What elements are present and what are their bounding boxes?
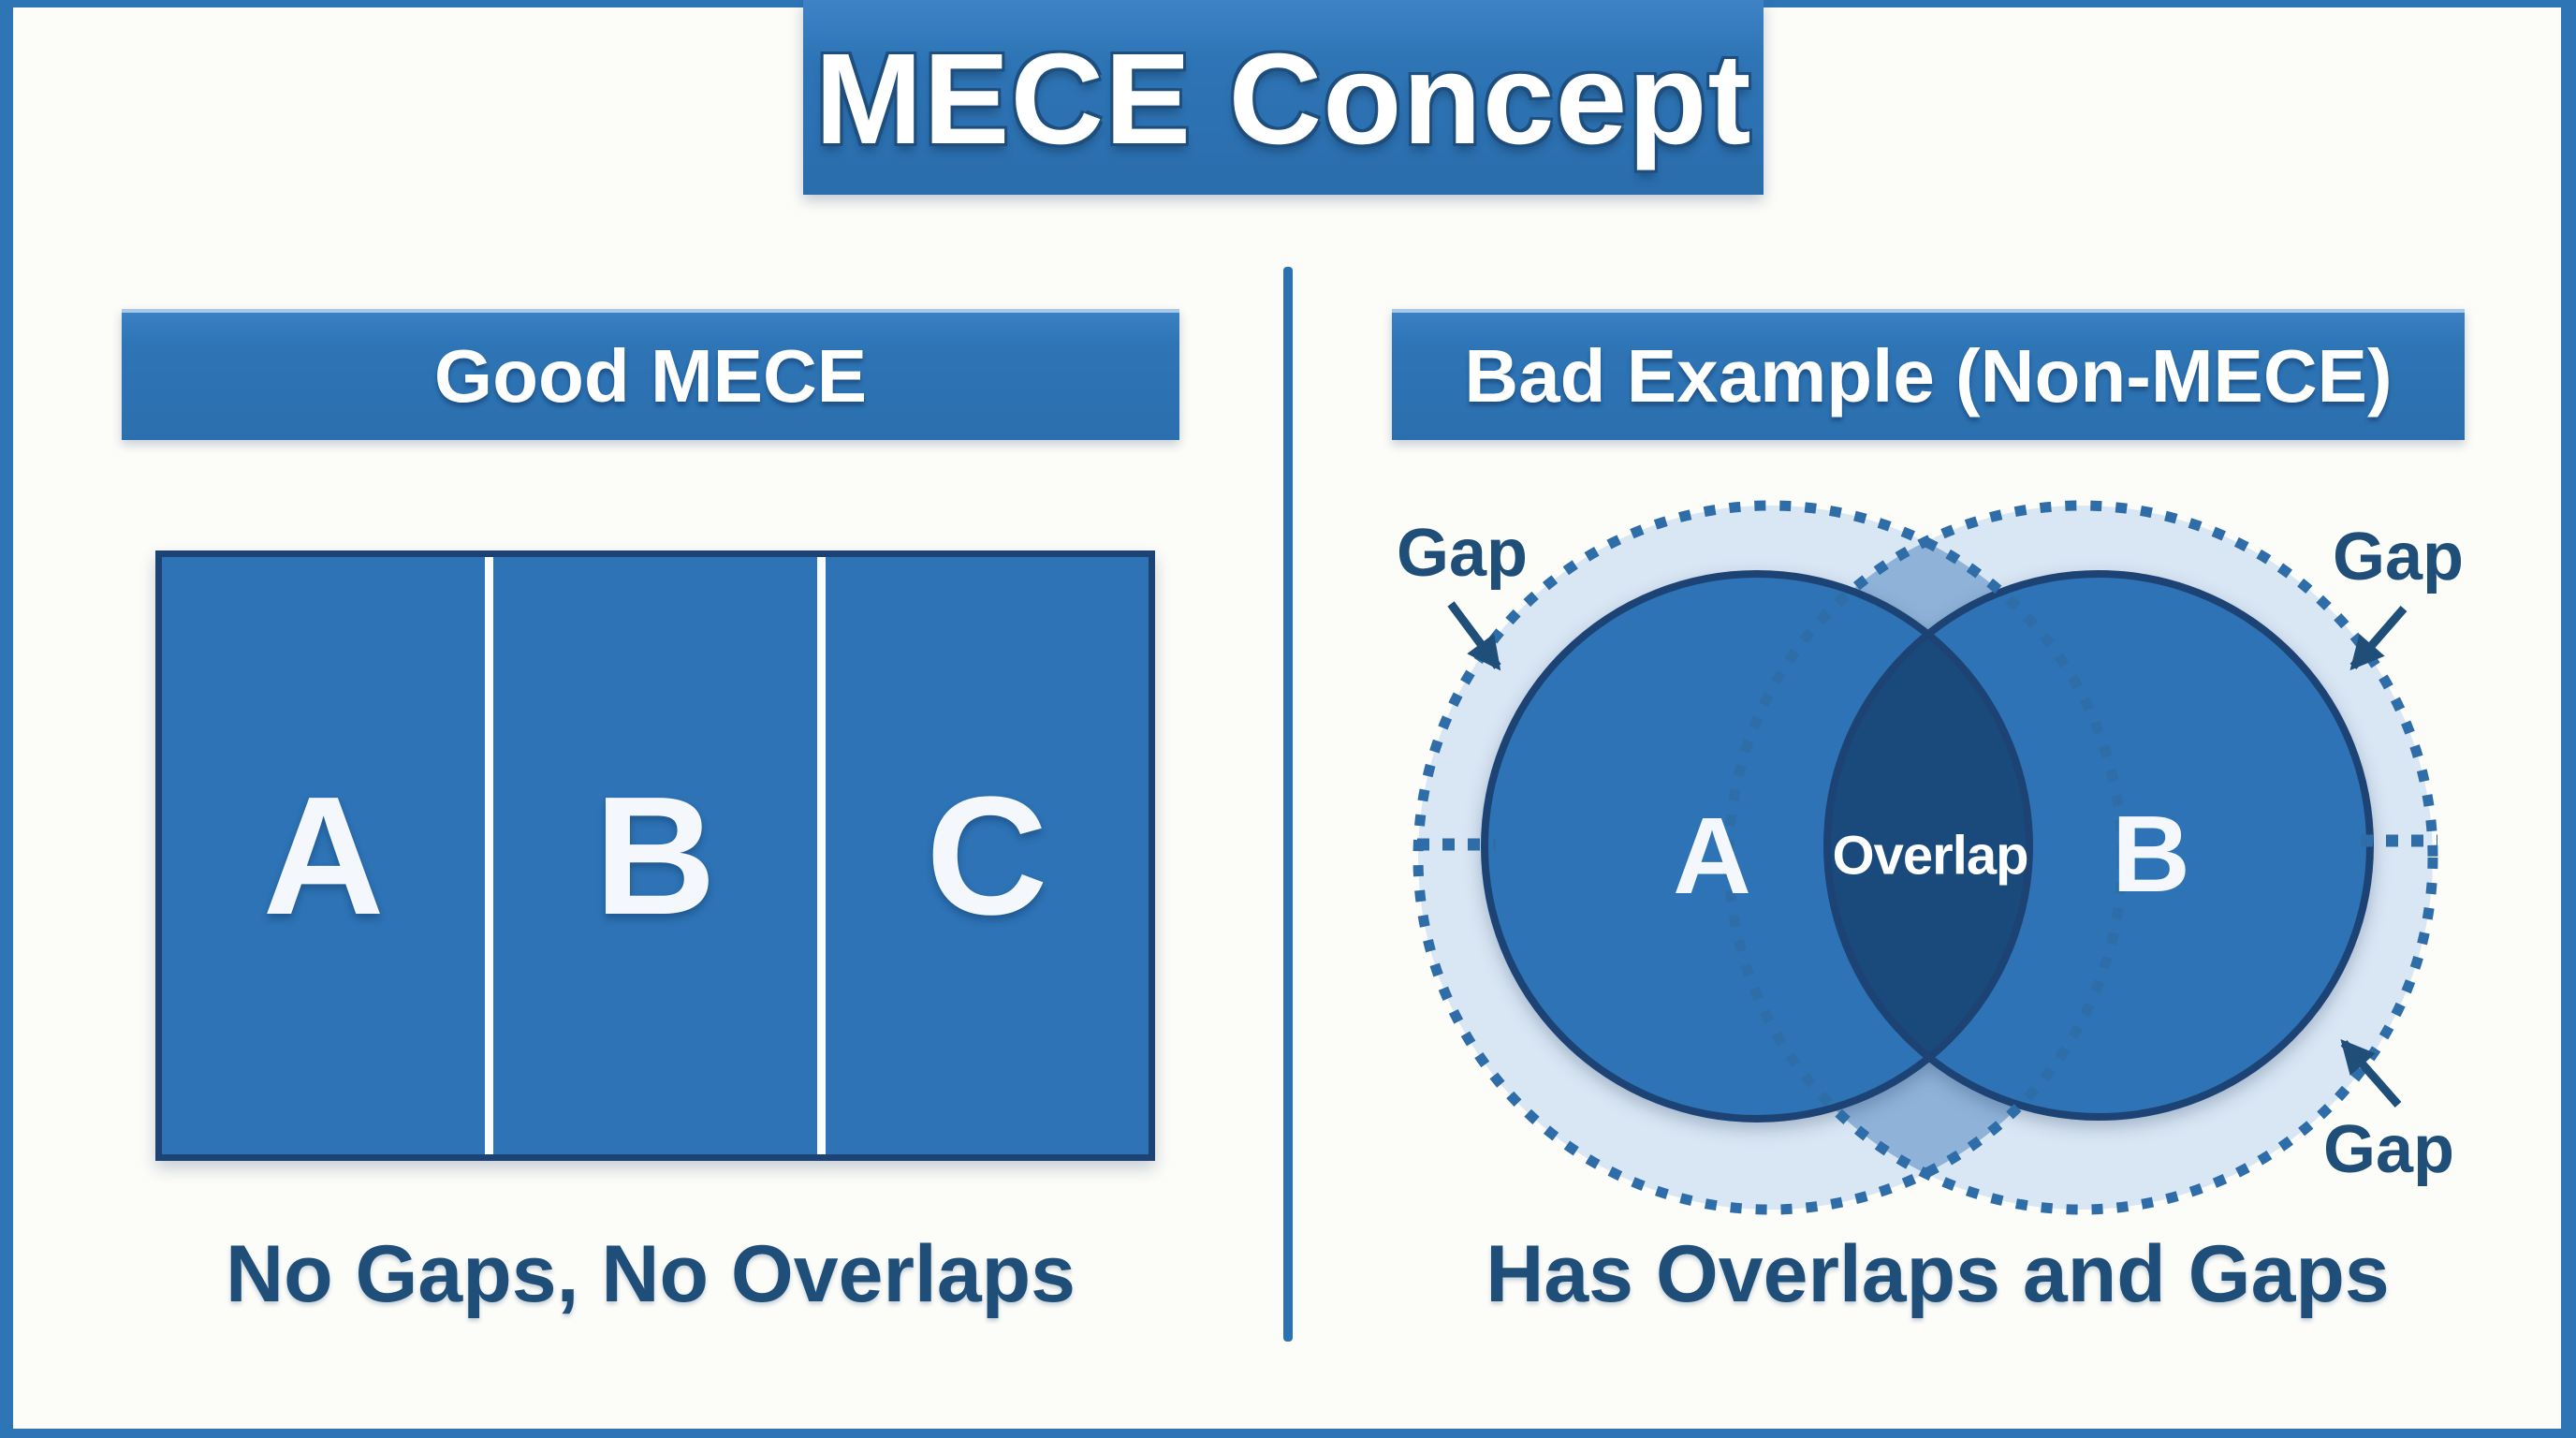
bad-example-header-label: Bad Example (Non-MECE)	[1464, 334, 2393, 418]
mece-rectangle: A B C	[155, 550, 1155, 1161]
panel-divider	[1283, 267, 1293, 1342]
gap-arrow-top-left	[1447, 601, 1501, 671]
good-mece-caption: No Gaps, No Overlaps	[225, 1229, 1076, 1319]
venn-circles	[1481, 570, 2374, 1123]
title-banner: MECE Concept	[803, 0, 1764, 195]
set-a-outline	[1481, 570, 2033, 1123]
overlap-text: Overlap	[1833, 826, 2028, 887]
gap-arrow-bottom-right	[2340, 1038, 2402, 1108]
gap-ring-left-dotted	[1412, 500, 2128, 1215]
gap-arrow-top-right	[2349, 606, 2408, 671]
gap-label-top-right: Gap	[2333, 520, 2464, 594]
segment-a-label: A	[262, 761, 385, 950]
good-mece-header: Good MECE	[122, 309, 1179, 440]
segment-a: A	[162, 557, 485, 1154]
segment-c: C	[816, 557, 1149, 1154]
segment-b-label: B	[593, 761, 716, 950]
set-b-text: B	[2112, 793, 2190, 915]
dotted-boundaries	[1412, 500, 2438, 1215]
overlap-lens	[1827, 574, 2029, 1117]
page-title: MECE Concept	[814, 26, 1752, 171]
gap-label-top-left: Gap	[1397, 516, 1528, 591]
good-mece-header-label: Good MECE	[433, 334, 868, 418]
gap-ring-right-dotted	[1723, 500, 2438, 1215]
segment-b: B	[485, 557, 816, 1154]
set-a-text: A	[1673, 795, 1751, 917]
bad-example-header: Bad Example (Non-MECE)	[1392, 309, 2465, 440]
gap-label-bottom-right: Gap	[2323, 1112, 2454, 1187]
segment-c-label: C	[926, 761, 1048, 950]
gap-arrows	[1447, 601, 2408, 1108]
venn-diagram: A B Overlap Gap Gap Gap	[1397, 500, 2464, 1215]
bad-example-caption: Has Overlaps and Gaps	[1486, 1229, 2390, 1319]
